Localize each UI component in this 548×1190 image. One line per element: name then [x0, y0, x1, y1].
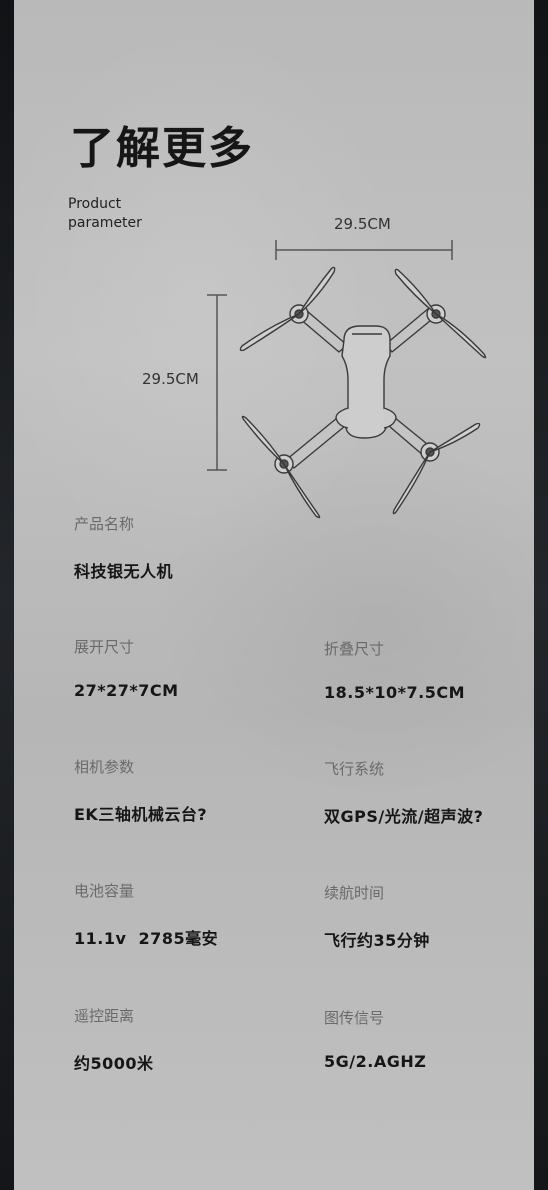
- spec-value: 飞行约35分钟: [324, 931, 430, 950]
- spec-flight-system: 飞行系统 双GPS/光流/超声波?: [324, 758, 483, 827]
- spec-label: 电池容量: [74, 882, 135, 900]
- spec-unfolded-size: 展开尺寸 27*27*7CM: [74, 636, 179, 700]
- spec-folded-size: 折叠尺寸 18.5*10*7.5CM: [324, 638, 465, 702]
- width-dimension-line: [275, 240, 453, 260]
- parameter-panel: 了解更多 Product parameter: [14, 0, 534, 1190]
- length-dimension-line: [207, 294, 227, 471]
- drone-top-view-illustration: [207, 240, 487, 519]
- spec-value: 27*27*7CM: [74, 681, 179, 700]
- spec-value: 5G/2.AGHZ: [324, 1052, 427, 1071]
- spec-value: 约5000米: [74, 1054, 154, 1073]
- spec-value: EK三轴机械云台?: [74, 805, 208, 824]
- spec-video-signal: 图传信号 5G/2.AGHZ: [324, 1007, 426, 1071]
- spec-value: 11.1v 2785毫安: [74, 929, 219, 948]
- spec-label: 折叠尺寸: [324, 640, 385, 658]
- drone-drawing: [239, 266, 487, 519]
- subtitle-line-2: parameter: [68, 215, 142, 231]
- spec-value: 双GPS/光流/超声波?: [324, 807, 484, 826]
- left-frame-edge: [0, 0, 14, 1190]
- spec-value: 18.5*10*7.5CM: [324, 683, 465, 702]
- spec-label: 遥控距离: [74, 1007, 135, 1025]
- spec-label: 产品名称: [74, 515, 135, 533]
- page-title: 了解更多: [70, 123, 254, 174]
- subtitle-line-1: Product: [68, 196, 122, 212]
- spec-camera: 相机参数 EK三轴机械云台?: [74, 756, 207, 825]
- length-dimension-label: 29.5CM: [142, 370, 199, 388]
- spec-label: 飞行系统: [324, 760, 385, 778]
- spec-remote-range: 遥控距离 约5000米: [74, 1005, 154, 1074]
- right-frame-edge: [534, 0, 548, 1190]
- spec-label: 相机参数: [74, 758, 135, 776]
- section-subtitle: Product parameter: [68, 195, 188, 233]
- spec-label: 续航时间: [324, 884, 385, 902]
- spec-battery: 电池容量 11.1v 2785毫安: [74, 880, 218, 949]
- spec-label: 图传信号: [324, 1009, 385, 1027]
- width-dimension-label: 29.5CM: [334, 215, 391, 233]
- spec-value: 科技银无人机: [74, 562, 174, 581]
- spec-flight-time: 续航时间 飞行约35分钟: [324, 882, 430, 951]
- spec-product-name: 产品名称 科技银无人机: [74, 513, 173, 582]
- spec-label: 展开尺寸: [74, 638, 135, 656]
